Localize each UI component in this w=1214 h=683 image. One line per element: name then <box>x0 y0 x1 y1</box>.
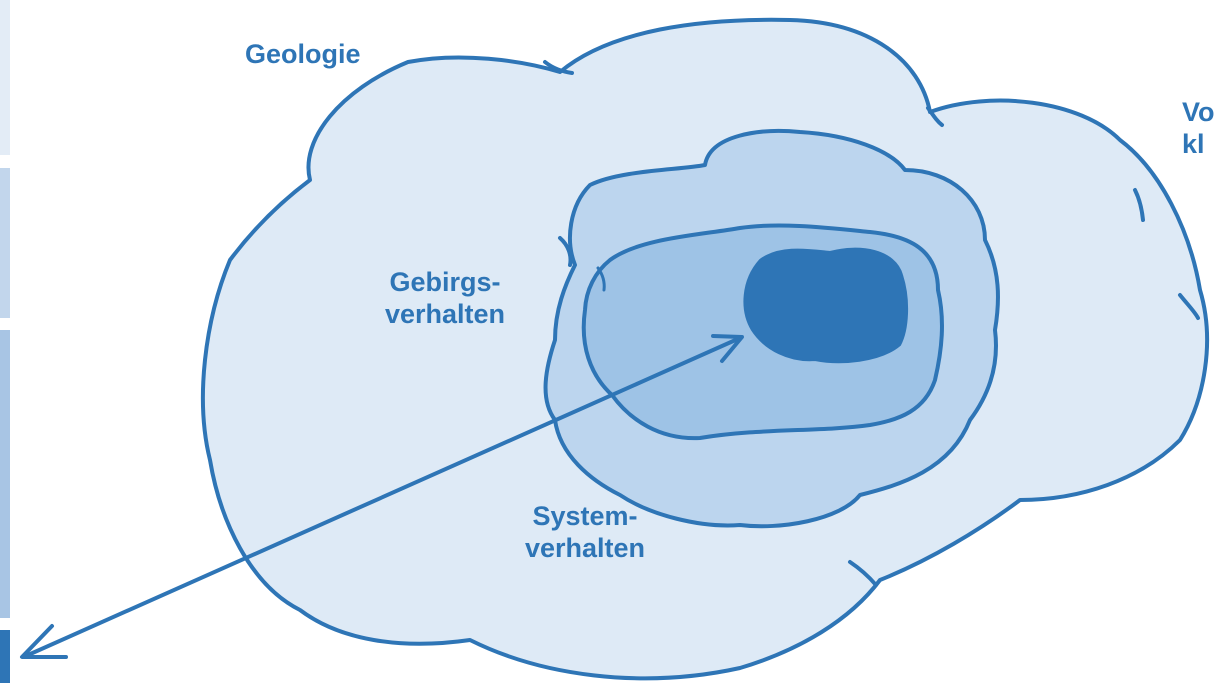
outer-cloud-detail-5 <box>848 560 878 587</box>
outer-cloud-detail-3 <box>1133 188 1145 222</box>
core-blob <box>743 247 909 364</box>
label-right-partial-line1: Vo <box>1182 97 1214 127</box>
left-strip-1 <box>0 0 10 155</box>
outer-cloud-detail-4 <box>1178 293 1200 320</box>
label-systemverhalten-line1: System- <box>532 501 638 531</box>
inner-cloud-detail <box>596 266 606 292</box>
label-systemverhalten-line2: verhalten <box>524 533 646 563</box>
label-gebirgsverhalten-line2: verhalten <box>384 299 506 329</box>
middle-cloud-detail <box>558 236 573 267</box>
label-gebirgsverhalten: Gebirgs- verhalten <box>355 266 535 330</box>
label-systemverhalten: System- verhalten <box>490 500 680 564</box>
arrow-head-top-right <box>711 334 744 363</box>
label-right-partial-line2: kl <box>1182 129 1205 159</box>
left-strip-3 <box>0 330 10 618</box>
left-strip-2 <box>0 168 10 318</box>
label-geologie: Geologie <box>245 39 361 69</box>
outer-cloud-detail-2 <box>926 106 944 127</box>
left-strip-4 <box>0 630 10 683</box>
label-gebirgsverhalten-line1: Gebirgs- <box>389 267 501 297</box>
arrow-line <box>26 336 742 657</box>
outer-cloud-detail-1 <box>543 60 574 75</box>
label-right-partial: Vo kl <box>1182 96 1214 160</box>
arrow-head-bottom-left <box>20 624 68 659</box>
